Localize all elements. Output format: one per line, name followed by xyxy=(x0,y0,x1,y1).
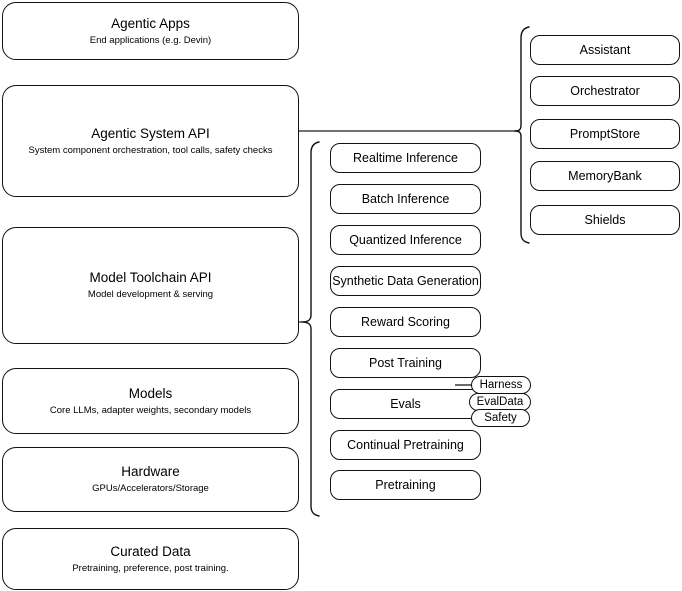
layer-agentic-apps[interactable]: Agentic Apps End applications (e.g. Devi… xyxy=(2,2,299,60)
component-label: Assistant xyxy=(579,42,631,57)
capability-label: Synthetic Data Generation xyxy=(332,273,479,288)
eval-badge-harness[interactable]: Harness xyxy=(471,376,531,394)
component-memorybank[interactable]: MemoryBank xyxy=(530,161,680,191)
component-label: Orchestrator xyxy=(570,83,640,98)
layer-subtitle: Pretraining, preference, post training. xyxy=(72,562,229,574)
capability-evals[interactable]: Evals xyxy=(330,389,481,419)
component-promptstore[interactable]: PromptStore xyxy=(530,119,680,149)
eval-badge-label: Safety xyxy=(484,411,517,424)
layer-subtitle: GPUs/Accelerators/Storage xyxy=(92,483,209,494)
layer-title: Models xyxy=(128,385,173,401)
capability-label: Evals xyxy=(390,396,421,411)
eval-badge-label: Harness xyxy=(479,378,523,391)
component-label: MemoryBank xyxy=(568,168,642,183)
brace-system-components xyxy=(514,26,530,244)
capability-reward-scoring[interactable]: Reward Scoring xyxy=(330,307,481,337)
eval-badge-safety[interactable]: Safety xyxy=(471,409,530,427)
capability-realtime-inference[interactable]: Realtime Inference xyxy=(330,143,481,173)
capability-label: Batch Inference xyxy=(361,191,450,206)
capability-post-training[interactable]: Post Training xyxy=(330,348,481,378)
capability-label: Quantized Inference xyxy=(349,232,462,247)
layer-subtitle: System component orchestration, tool cal… xyxy=(28,144,273,156)
component-label: Shields xyxy=(584,212,626,227)
layer-title: Hardware xyxy=(121,464,180,479)
capability-label: Continual Pretraining xyxy=(347,437,464,452)
capability-quantized-inference[interactable]: Quantized Inference xyxy=(330,225,481,255)
layer-curated-data[interactable]: Curated Data Pretraining, preference, po… xyxy=(2,528,299,590)
layer-title: Agentic Apps xyxy=(111,15,190,31)
component-orchestrator[interactable]: Orchestrator xyxy=(530,76,680,106)
layer-title: Curated Data xyxy=(110,543,191,559)
layer-subtitle: End applications (e.g. Devin) xyxy=(89,34,212,46)
layer-hardware[interactable]: Hardware GPUs/Accelerators/Storage xyxy=(2,447,299,512)
layer-title: Model Toolchain API xyxy=(89,270,212,285)
capability-pretraining[interactable]: Pretraining xyxy=(330,470,481,500)
brace-toolchain-capabilities xyxy=(301,141,320,517)
layer-subtitle: Model development & serving xyxy=(87,289,214,300)
eval-badge-label: EvalData xyxy=(476,395,524,408)
capability-label: Reward Scoring xyxy=(361,314,450,329)
capability-continual-pretraining[interactable]: Continual Pretraining xyxy=(330,430,481,460)
layer-subtitle: Core LLMs, adapter weights, secondary mo… xyxy=(49,404,252,416)
component-label: PromptStore xyxy=(569,126,641,141)
capability-label: Pretraining xyxy=(375,477,436,492)
layer-models[interactable]: Models Core LLMs, adapter weights, secon… xyxy=(2,368,299,434)
component-shields[interactable]: Shields xyxy=(530,205,680,235)
capability-label: Post Training xyxy=(369,355,442,370)
eval-badge-evaldata[interactable]: EvalData xyxy=(469,393,531,411)
layer-agentic-system-api[interactable]: Agentic System API System component orch… xyxy=(2,85,299,197)
capability-batch-inference[interactable]: Batch Inference xyxy=(330,184,481,214)
capability-synthetic-data-generation[interactable]: Synthetic Data Generation xyxy=(330,266,481,296)
component-assistant[interactable]: Assistant xyxy=(530,35,680,65)
capability-label: Realtime Inference xyxy=(353,150,458,165)
layer-model-toolchain-api[interactable]: Model Toolchain API Model development & … xyxy=(2,227,299,344)
layer-title: Agentic System API xyxy=(91,125,210,141)
